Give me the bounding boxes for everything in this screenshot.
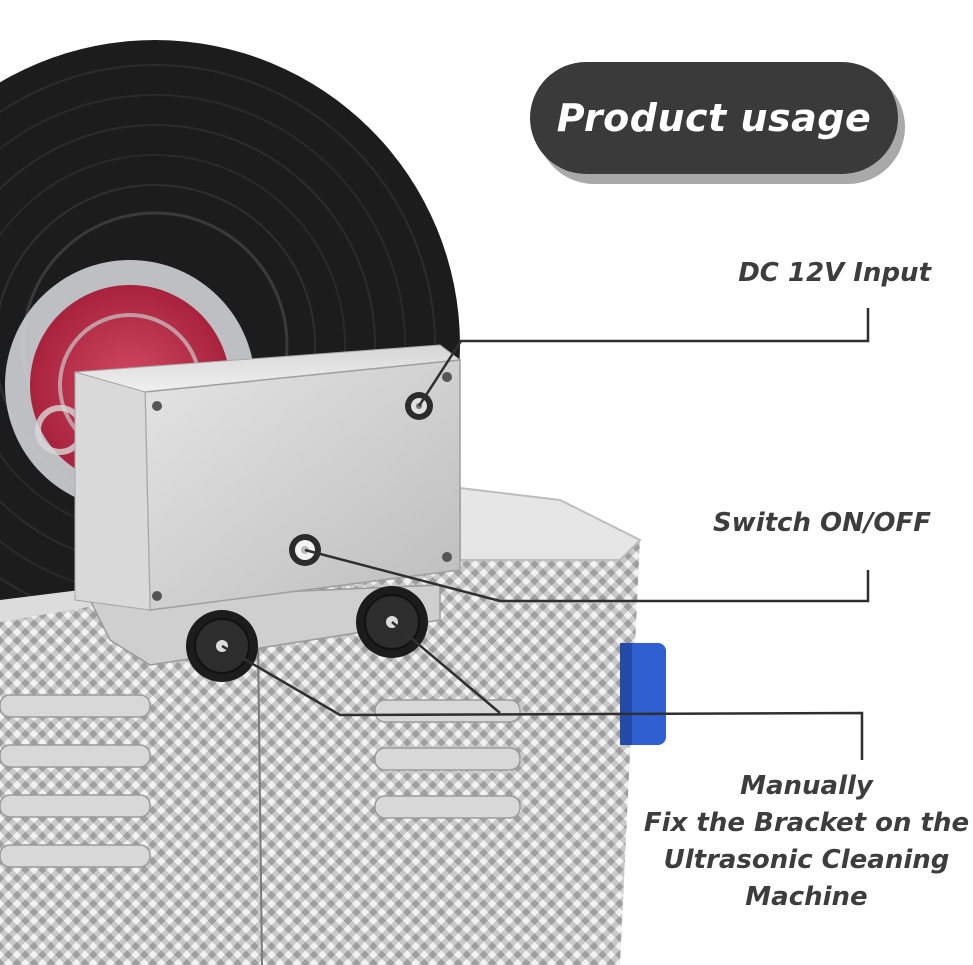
title-pill: Product usage xyxy=(530,62,898,174)
bracket-instruction-line-2: Fix the Bracket on the xyxy=(643,808,970,838)
callout-lines xyxy=(221,308,870,760)
bracket-instruction-line-4: Machine xyxy=(745,882,868,912)
page-title: Product usage xyxy=(556,96,872,140)
bracket-instruction: Manually Fix the Bracket on the Ultrason… xyxy=(640,768,973,916)
bracket-instruction-line-1: Manually xyxy=(740,771,873,801)
bracket-instruction-line-3: Ultrasonic Cleaning xyxy=(663,845,950,875)
control-box xyxy=(74,344,462,611)
dc-input-label: DC 12V Input xyxy=(738,258,931,288)
switch-label: Switch ON/OFF xyxy=(712,508,931,538)
